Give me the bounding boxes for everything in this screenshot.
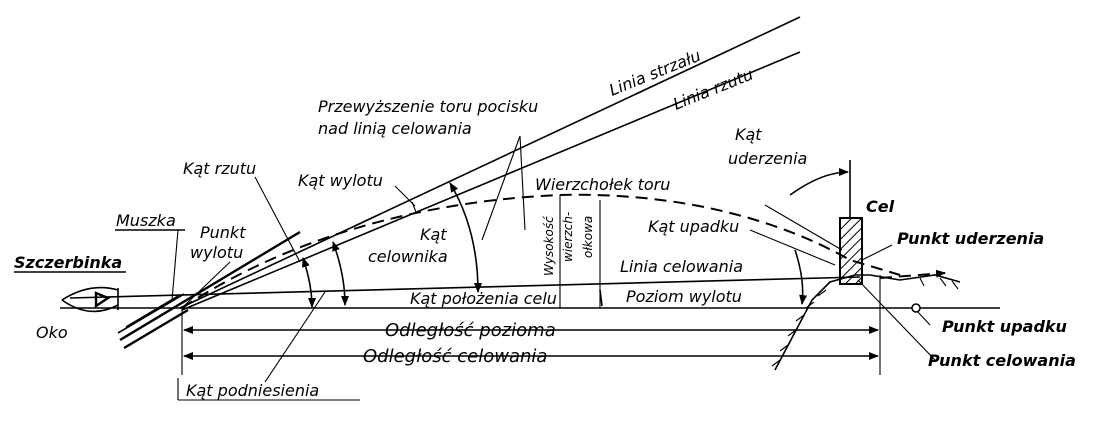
label-linia-celowania: Linia celowania	[620, 257, 743, 276]
label-punkt-upadku: Punkt upadku	[942, 317, 1067, 336]
label-oko: Oko	[36, 323, 68, 342]
label-kat-uderzenia-2: uderzenia	[728, 149, 807, 168]
label-odleglosc-pozioma: Odległość pozioma	[385, 320, 556, 341]
label-kat-uderzenia-1: Kąt	[735, 125, 762, 144]
label-punkt-uderzenia: Punkt uderzenia	[897, 229, 1044, 248]
label-kat-rzutu: Kąt rzutu	[183, 159, 256, 178]
label-kat-celownika-2: celownika	[368, 247, 448, 266]
label-punkt-wylotu-2: wylotu	[190, 243, 243, 262]
label-cel: Cel	[866, 197, 895, 216]
label-wysokosc-2: wierzch-	[561, 212, 575, 262]
label-kat-polozenia-celu: Kąt położenia celu	[410, 289, 557, 308]
leader-punkt-celowania	[857, 279, 936, 361]
label-punkt-wylotu-1: Punkt	[200, 223, 246, 242]
ground-hill	[771, 274, 961, 371]
target-block	[839, 217, 863, 285]
angle-sight-arc	[449, 182, 482, 293]
leader-kat-uderzenia	[764, 204, 843, 251]
leader-kat-podniesienia	[264, 291, 326, 383]
label-przewyzszenie-2: nad linią celowania	[318, 119, 472, 138]
label-wysokosc-1: Wysokość	[542, 216, 556, 276]
line-of-departure	[181, 51, 801, 311]
angle-fall-arc	[794, 249, 808, 305]
label-poziom-wylotu: Poziom wylotu	[626, 287, 742, 306]
eye-icon	[61, 286, 119, 313]
leader-punkt-uderzenia	[861, 244, 893, 261]
label-szczerbinka: Szczerbinka	[14, 253, 122, 272]
leader-punkt-wylotu	[183, 261, 231, 307]
label-odleglosc-celowania: Odległość celowania	[363, 346, 547, 367]
leader-przewyzszenie-b	[519, 135, 526, 231]
leader-muszka	[171, 229, 179, 301]
leader-punkt-upadku	[915, 309, 931, 326]
rifle-barrel	[117, 230, 301, 350]
label-wierzcholek-toru: Wierzchołek toru	[535, 175, 670, 194]
label-muszka: Muszka	[116, 211, 176, 230]
label-kat-wylotu: Kąt wylotu	[298, 171, 383, 190]
line-of-fire	[179, 16, 801, 309]
impact-point-marker	[911, 303, 921, 313]
angle-departure-arc	[302, 257, 316, 308]
leader-kat-rzutu	[254, 176, 301, 263]
leader-kat-wylotu	[394, 185, 416, 207]
angle-impact-arc	[789, 168, 849, 196]
trajectory-arrow	[879, 269, 946, 279]
angle-target-position-arc	[599, 289, 603, 307]
leader-przewyzszenie-a	[481, 135, 521, 241]
label-przewyzszenie-1: Przewyższenie toru pocisku	[318, 97, 538, 116]
label-kat-podniesienia: Kąt podniesienia	[186, 381, 319, 400]
angle-elevation-arc	[332, 241, 349, 306]
leader-kat-upadku	[749, 229, 836, 266]
label-kat-celownika-1: Kąt	[420, 225, 447, 244]
label-wysokosc-3: ołkowa	[581, 216, 595, 258]
label-kat-upadku: Kąt upadku	[648, 217, 739, 236]
label-punkt-celowania: Punkt celowania	[928, 351, 1076, 370]
